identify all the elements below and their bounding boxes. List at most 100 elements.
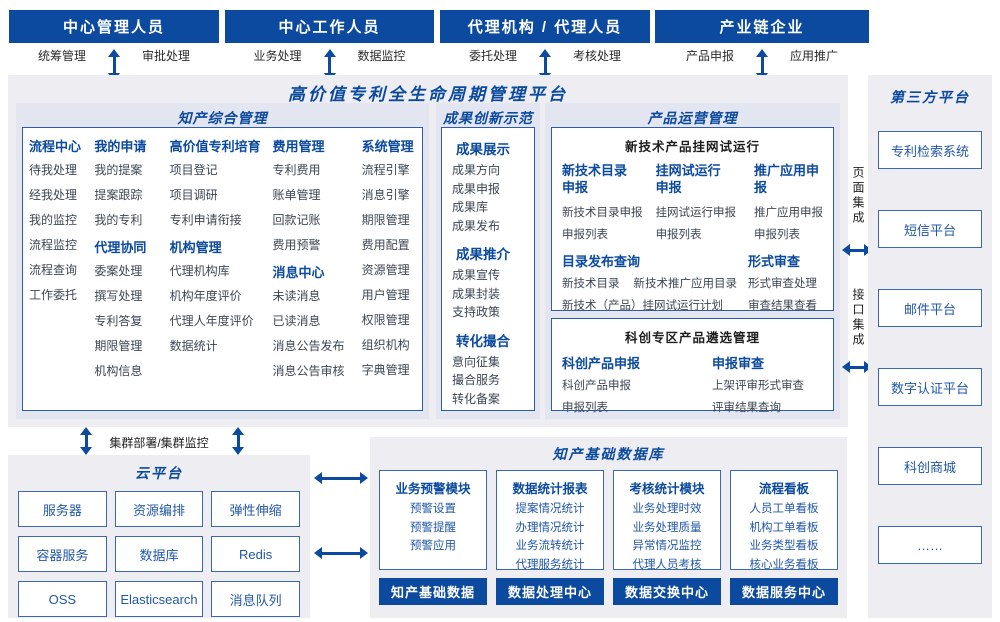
role-function-right: 考核处理 xyxy=(573,49,622,63)
group-title: 机构管理 xyxy=(169,240,222,255)
selection-column: 申报审查 上架评审形式审查评审结果查询 xyxy=(712,351,823,419)
menu-item: 成果宣传 xyxy=(452,268,501,282)
menu-item: 流程引擎 xyxy=(361,163,410,177)
ip-database-title: 知产基础数据库 xyxy=(552,446,665,462)
menu-item: 成果方向 xyxy=(452,163,501,177)
third-party-box: …… xyxy=(878,526,982,564)
panel-third-party: 第三方平台 专利检索系统短信平台邮件平台数字认证平台科创商城…… xyxy=(868,75,992,618)
menu-item: 专利费用 xyxy=(272,163,321,177)
menu-item: 待我处理 xyxy=(29,163,78,177)
group-title: 科创产品申报 xyxy=(562,356,641,371)
menu-item: 资源管理 xyxy=(361,263,410,277)
role-agency: 代理机构 / 代理人员 委托处理 考核处理 xyxy=(440,10,650,81)
group-title: 代理协同 xyxy=(94,240,147,255)
menu-item: 业务处理质量 xyxy=(632,521,702,534)
menu-item: 权限管理 xyxy=(361,313,410,327)
menu-item: 工作委托 xyxy=(29,288,78,302)
menu-item: 委案处理 xyxy=(94,264,143,278)
menu-item: 消息引擎 xyxy=(361,188,410,202)
menu-item: 项目登记 xyxy=(169,163,218,177)
cloud-service-box: Redis xyxy=(211,536,300,572)
group-title: 我的申请 xyxy=(94,139,147,154)
data-center-box: 数据交换中心 xyxy=(613,578,721,605)
menu-item: 账单管理 xyxy=(272,188,321,202)
menu-item: 上架评审形式审查 xyxy=(712,380,804,392)
menu-item: 支持政策 xyxy=(452,305,501,319)
api-integration-label: 接口集成 xyxy=(851,288,865,348)
menu-item: 核心业务看板 xyxy=(749,558,819,571)
menu-item: 新技术推广应用目录 xyxy=(633,278,738,290)
role-industry-enterprises: 产业链企业 产品申报 应用推广 xyxy=(655,10,869,81)
role-center-staff: 中心工作人员 业务处理 数据监控 xyxy=(225,10,434,81)
third-party-box: 数字认证平台 xyxy=(878,368,982,406)
menu-item: 费用配置 xyxy=(361,238,410,252)
menu-item: 经我处理 xyxy=(29,188,78,202)
selection-column: 科创产品申报 科创产品申报申报列表 xyxy=(562,351,712,419)
menu-item: 流程监控 xyxy=(29,238,78,252)
role-title: 中心工作人员 xyxy=(225,10,434,43)
role-function-right: 应用推广 xyxy=(790,49,839,63)
menu-item: 新技术目录申报 xyxy=(562,207,643,219)
menu-item: 业务处理时效 xyxy=(632,503,702,515)
menu-item: 机构年度评价 xyxy=(169,289,242,303)
ip-column: 费用管理 专利费用账单管理回款记账费用预警 消息中心 未读消息已读消息消息公告发… xyxy=(273,132,354,384)
menu-item: 申报列表 xyxy=(562,229,608,241)
group-title: 业务预警模块 xyxy=(395,482,471,496)
subsection-title: 科创专区产品遴选管理 xyxy=(624,331,760,345)
third-party-box: 科创商城 xyxy=(878,447,982,485)
menu-item: 成果库 xyxy=(452,200,489,214)
menu-item: 提案情况统计 xyxy=(515,503,585,515)
double-arrow-vertical-icon xyxy=(80,427,92,455)
data-center-box: 数据处理中心 xyxy=(496,578,604,605)
group-title: 转化撮合 xyxy=(456,333,510,349)
menu-item: 代理人年度评价 xyxy=(169,314,254,328)
menu-item: 人员工单看板 xyxy=(749,503,819,515)
role-function-left: 业务处理 xyxy=(253,49,302,63)
group-title: 目录发布查询 xyxy=(562,254,641,269)
ip-column: 我的申请 我的提案提案跟踪我的专利 代理协同 委案处理撰写处理专利答复期限管理机… xyxy=(94,132,161,384)
data-center-box: 知产基础数据 xyxy=(379,578,487,605)
cloud-platform-title: 云平台 xyxy=(135,465,183,481)
trial-column: 新技术目录 申报 新技术目录申报申报列表 xyxy=(562,160,656,246)
menu-item: 已读消息 xyxy=(272,314,321,328)
cloud-service-box: 资源编排 xyxy=(114,491,204,527)
menu-item: 专利答复 xyxy=(94,314,143,328)
menu-item: 预警提醒 xyxy=(410,521,456,534)
section-title: 产品运营管理 xyxy=(647,110,738,126)
menu-item: 我的监控 xyxy=(29,213,78,227)
role-function-left: 委托处理 xyxy=(468,49,517,63)
panel-ip-database: 知产基础数据库 业务预警模块 预警设置预警提醒预警应用 数据统计报表 提案情况统… xyxy=(370,437,847,618)
group-title: 新技术目录 申报 xyxy=(562,163,628,195)
menu-item: 意向征集 xyxy=(452,354,501,369)
menu-item: 项目调研 xyxy=(169,188,218,202)
third-party-box: 邮件平台 xyxy=(878,289,982,327)
menu-item: 代理机构库 xyxy=(169,264,230,278)
trial-column: 推广应用申报 推广应用申报申报列表 xyxy=(754,160,823,246)
platform-title: 高价值专利全生命周期管理平台 xyxy=(288,85,568,104)
group-title: 消息中心 xyxy=(272,265,325,280)
ip-column: 流程中心 待我处理经我处理我的监控流程监控流程查询工作委托 xyxy=(29,132,86,384)
menu-item: 成果封装 xyxy=(452,286,501,301)
role-title: 中心管理人员 xyxy=(9,10,219,43)
menu-item: 预警应用 xyxy=(410,540,456,552)
group-title: 费用管理 xyxy=(272,139,325,154)
menu-item: 消息公告审核 xyxy=(272,364,345,378)
role-title: 代理机构 / 代理人员 xyxy=(440,10,650,43)
role-function-right: 审批处理 xyxy=(142,49,191,63)
menu-item: 机构工单看板 xyxy=(749,521,819,534)
menu-item: 提案跟踪 xyxy=(94,188,143,202)
group-title: 流程中心 xyxy=(29,139,82,154)
menu-item: 办理情况统计 xyxy=(515,521,585,534)
group-title: 数据统计报表 xyxy=(512,482,588,496)
cluster-link: 集群部署/集群监控 xyxy=(8,427,310,455)
data-center-box: 数据服务中心 xyxy=(730,578,838,605)
menu-item: 回款记账 xyxy=(272,213,321,227)
group-title: 形式审查 xyxy=(748,254,801,269)
double-arrow-horizontal-icon xyxy=(314,546,368,560)
menu-item: 流程查询 xyxy=(29,263,78,277)
menu-item: 审查结果查看 xyxy=(748,300,817,312)
data-module-box: 考核统计模块 业务处理时效业务处理质量异常情况监控代理人员考核 xyxy=(613,470,721,571)
cluster-label: 集群部署/集群监控 xyxy=(109,436,209,450)
